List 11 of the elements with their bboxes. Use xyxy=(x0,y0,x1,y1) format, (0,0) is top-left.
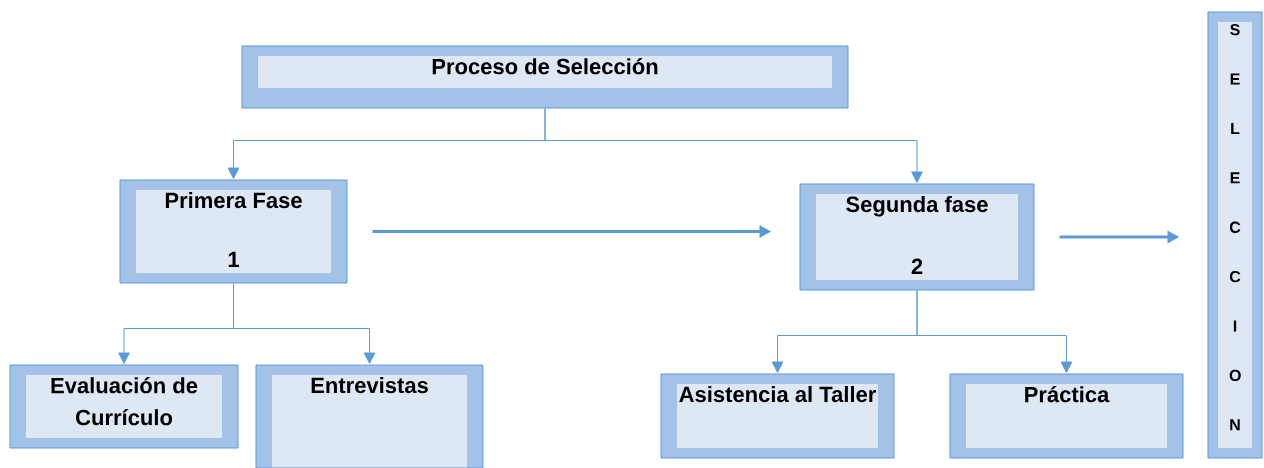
step-box: Asistencia al Taller xyxy=(660,373,895,459)
vertical-text-box: S E L E C C I O N xyxy=(1207,11,1263,459)
phase-box: Segunda fase 2 xyxy=(799,183,1035,291)
phase-box: Primera Fase 1 xyxy=(119,179,348,284)
step-box: Práctica xyxy=(949,373,1184,459)
title-box: Proceso de Selección xyxy=(241,45,849,109)
step-box: Entrevistas xyxy=(255,364,484,468)
arrow xyxy=(544,108,923,183)
arrow xyxy=(916,290,1073,373)
step-box: Evaluación de Currículo xyxy=(9,364,239,449)
arrow xyxy=(233,283,376,364)
